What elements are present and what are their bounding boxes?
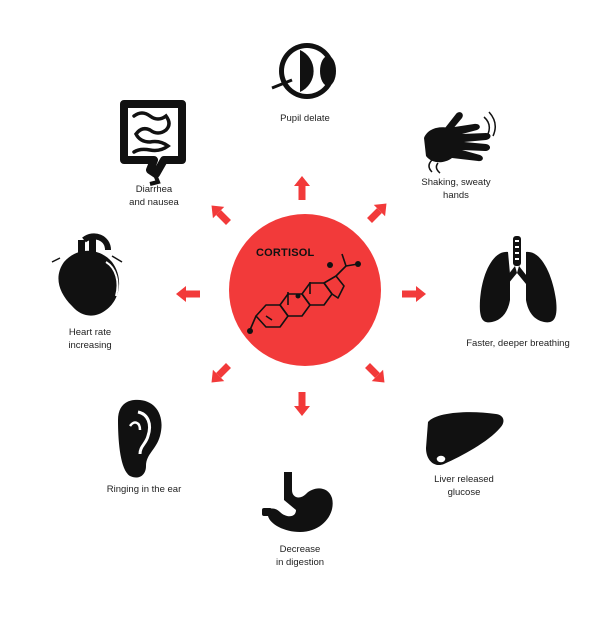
arrow-up-right (367, 203, 387, 223)
liver-icon (426, 412, 504, 466)
label-breathing: Faster, deeper breathing (466, 338, 570, 349)
cortisol-molecule-icon (249, 253, 359, 331)
intestines-icon (120, 100, 186, 186)
heart-icon (51, 233, 123, 316)
label-pupil: Pupil delate (280, 113, 330, 124)
ear-icon (118, 399, 162, 478)
effect-arrows (176, 176, 426, 416)
molecule-atoms (247, 261, 361, 334)
label-digestion: Decrease in digestion (275, 544, 325, 568)
label-liver: Liver released glucose (434, 474, 494, 498)
arrow-down (294, 392, 310, 416)
shaking-hand-icon (424, 111, 496, 174)
arrow-right (402, 286, 426, 302)
label-ear: Ringing in the ear (106, 484, 182, 495)
eye-icon (271, 43, 336, 99)
label-intestines: Diarrhea and nausea (129, 184, 179, 208)
arrow-down-left (211, 363, 231, 383)
arrow-left (176, 286, 200, 302)
center-title: CORTISOL (256, 247, 315, 259)
label-hands: Shaking, sweaty hands (421, 177, 491, 201)
lungs-icon (479, 236, 557, 323)
label-heart: Heart rate increasing (68, 327, 112, 351)
arrow-up-left (211, 205, 231, 225)
arrow-up (294, 176, 310, 200)
arrow-down-right (365, 363, 385, 383)
stomach-icon (262, 472, 333, 532)
